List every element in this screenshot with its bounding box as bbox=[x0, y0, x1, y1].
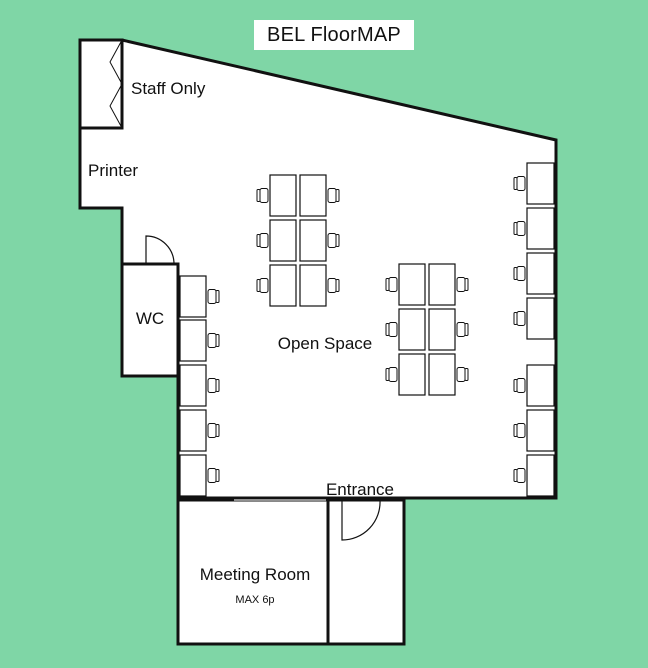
desk[interactable] bbox=[299, 174, 327, 217]
desk[interactable] bbox=[526, 207, 555, 250]
desk[interactable] bbox=[299, 264, 327, 307]
chair bbox=[256, 233, 269, 248]
chair bbox=[456, 367, 469, 382]
chair bbox=[385, 367, 398, 382]
desk[interactable] bbox=[179, 275, 207, 318]
desk[interactable] bbox=[398, 308, 426, 351]
staff-only-label: Staff Only bbox=[131, 79, 206, 98]
chair bbox=[513, 423, 526, 438]
chair bbox=[256, 188, 269, 203]
chair bbox=[385, 277, 398, 292]
desk[interactable] bbox=[269, 264, 297, 307]
chair bbox=[513, 266, 526, 281]
chair bbox=[327, 278, 340, 293]
chair bbox=[513, 311, 526, 326]
desk[interactable] bbox=[526, 364, 555, 407]
desk[interactable] bbox=[428, 353, 456, 396]
desk[interactable] bbox=[526, 454, 555, 497]
meeting-room[interactable]: Meeting Room MAX 6p bbox=[176, 498, 330, 646]
chair bbox=[207, 289, 220, 304]
map-title: BEL FloorMAP bbox=[254, 20, 414, 50]
open-space-label: Open Space bbox=[278, 334, 373, 353]
desk[interactable] bbox=[526, 409, 555, 452]
chair bbox=[327, 233, 340, 248]
chair bbox=[513, 468, 526, 483]
desk[interactable] bbox=[179, 319, 207, 362]
chair bbox=[207, 378, 220, 393]
desk[interactable] bbox=[526, 297, 555, 340]
chair bbox=[207, 468, 220, 483]
printer-label: Printer bbox=[88, 161, 138, 180]
chair bbox=[513, 176, 526, 191]
entrance-label: Entrance bbox=[326, 480, 394, 499]
meeting-room-label: Meeting Room bbox=[200, 565, 311, 584]
chair bbox=[256, 278, 269, 293]
chair bbox=[513, 378, 526, 393]
desk[interactable] bbox=[526, 252, 555, 295]
desk[interactable] bbox=[299, 219, 327, 262]
chair bbox=[207, 423, 220, 438]
chair bbox=[456, 322, 469, 337]
chair bbox=[385, 322, 398, 337]
desk[interactable] bbox=[398, 353, 426, 396]
desk[interactable] bbox=[179, 409, 207, 452]
desk[interactable] bbox=[269, 219, 297, 262]
desk[interactable] bbox=[179, 364, 207, 407]
chair bbox=[513, 221, 526, 236]
desk[interactable] bbox=[526, 162, 555, 205]
wc-label: WC bbox=[136, 309, 164, 328]
chair bbox=[456, 277, 469, 292]
entrance-corridor[interactable] bbox=[326, 498, 406, 646]
wc-room[interactable]: WC bbox=[120, 235, 180, 378]
desk[interactable] bbox=[269, 174, 297, 217]
meeting-room-capacity: MAX 6p bbox=[235, 594, 274, 606]
desk-layer bbox=[179, 162, 555, 497]
chair bbox=[207, 333, 220, 348]
desk[interactable] bbox=[179, 454, 207, 497]
desk[interactable] bbox=[398, 263, 426, 306]
chair bbox=[327, 188, 340, 203]
desk[interactable] bbox=[428, 263, 456, 306]
desk[interactable] bbox=[428, 308, 456, 351]
staff-only-room[interactable]: Staff Only bbox=[78, 38, 206, 130]
